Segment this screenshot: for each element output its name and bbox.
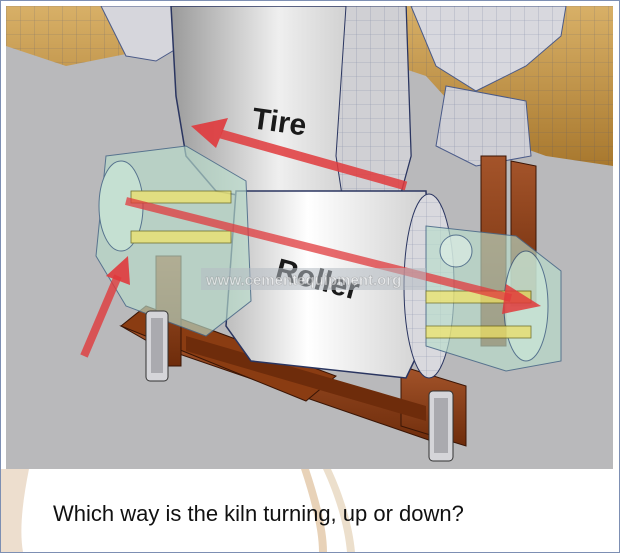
kiln-roller-illustration: Tire Roller — [6, 6, 613, 469]
bearing-housing-right — [425, 225, 562, 372]
decor-swoosh-left — [1, 469, 29, 552]
watermark-band — [201, 268, 426, 290]
decor-swoosh-2 — [323, 469, 355, 552]
adjusting-bolt-left — [145, 310, 169, 382]
decor-swoosh-1 — [301, 469, 327, 552]
tire-rotation-arrow — [191, 118, 408, 191]
tire-label: Tire — [250, 102, 309, 142]
caption-band — [1, 469, 619, 552]
watermark: www.cementequipment.org — [205, 272, 401, 289]
kiln-gear-housing-left — [100, 6, 182, 62]
upward-arrow — [80, 256, 130, 358]
question-text: Which way is the kiln turning, up or dow… — [53, 501, 464, 526]
adjusting-bolt-right — [428, 390, 454, 462]
roller-shaft-arrow — [125, 197, 541, 314]
